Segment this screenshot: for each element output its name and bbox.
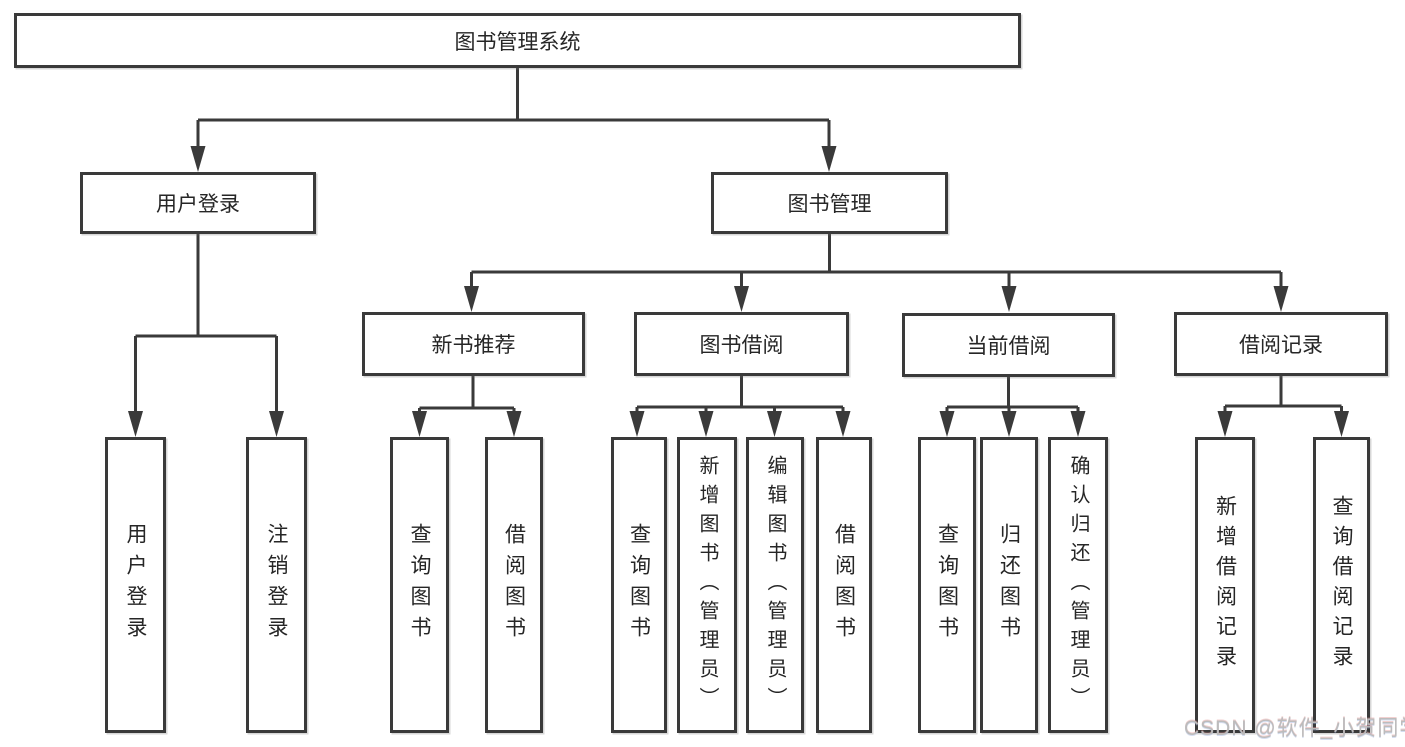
leaf-borrow-books-1: 借阅图书 bbox=[485, 437, 543, 733]
node-current-borrow: 当前借阅 bbox=[902, 313, 1115, 377]
node-new-book-recommend: 新书推荐 bbox=[362, 312, 585, 376]
leaf-query-books-3-label: 查询图书 bbox=[935, 523, 959, 647]
leaf-user-login-label: 用户登录 bbox=[124, 523, 147, 647]
leaf-borrow-books-2: 借阅图书 bbox=[816, 437, 872, 733]
node-current-borrow-label: 当前借阅 bbox=[966, 335, 1051, 358]
leaf-confirm-return-admin: 确认归还（管理员） bbox=[1048, 437, 1108, 733]
node-new-book-recommend-label: 新书推荐 bbox=[431, 334, 516, 357]
leaf-borrow-books-2-label: 借阅图书 bbox=[832, 523, 856, 647]
node-book-management: 图书管理 bbox=[711, 172, 948, 234]
leaf-edit-book-admin-label: 编辑图书（管理员） bbox=[764, 454, 786, 716]
node-borrow-records: 借阅记录 bbox=[1174, 312, 1388, 376]
node-borrow-records-label: 借阅记录 bbox=[1239, 334, 1323, 357]
csdn-watermark: CSDN @软件_小贺同学 bbox=[1184, 717, 1405, 740]
node-library-system-label: 图书管理系统 bbox=[454, 30, 581, 54]
node-user-login-label: 用户登录 bbox=[156, 193, 240, 216]
leaf-query-books-3: 查询图书 bbox=[918, 437, 976, 733]
leaf-borrow-books-1-label: 借阅图书 bbox=[502, 523, 526, 647]
node-library-system: 图书管理系统 bbox=[14, 13, 1021, 68]
node-book-borrow-label: 图书借阅 bbox=[699, 334, 784, 357]
arrowheads bbox=[128, 146, 1349, 437]
leaf-return-books-label: 归还图书 bbox=[997, 523, 1021, 647]
leaf-add-book-admin: 新增图书（管理员） bbox=[677, 437, 737, 733]
leaf-query-books-2-label: 查询图书 bbox=[627, 523, 651, 647]
leaf-add-book-admin-label: 新增图书（管理员） bbox=[696, 454, 718, 716]
node-book-management-label: 图书管理 bbox=[787, 193, 872, 216]
leaf-return-books: 归还图书 bbox=[980, 437, 1038, 733]
leaf-add-borrow-record: 新增借阅记录 bbox=[1195, 437, 1255, 733]
leaf-edit-book-admin: 编辑图书（管理员） bbox=[746, 437, 804, 733]
leaf-query-borrow-record: 查询借阅记录 bbox=[1313, 437, 1370, 733]
leaf-add-borrow-record-label: 新增借阅记录 bbox=[1213, 495, 1237, 675]
leaf-user-login: 用户登录 bbox=[105, 437, 166, 733]
leaf-query-books-2: 查询图书 bbox=[611, 437, 667, 733]
leaf-confirm-return-admin-label: 确认归还（管理员） bbox=[1067, 454, 1089, 716]
node-book-borrow: 图书借阅 bbox=[634, 312, 849, 376]
leaf-query-books-1: 查询图书 bbox=[390, 437, 449, 733]
leaf-query-books-1-label: 查询图书 bbox=[408, 523, 431, 647]
node-user-login: 用户登录 bbox=[80, 172, 316, 234]
leaf-query-borrow-record-label: 查询借阅记录 bbox=[1330, 495, 1353, 675]
leaf-logout: 注销登录 bbox=[246, 437, 307, 733]
leaf-logout-label: 注销登录 bbox=[265, 523, 288, 647]
